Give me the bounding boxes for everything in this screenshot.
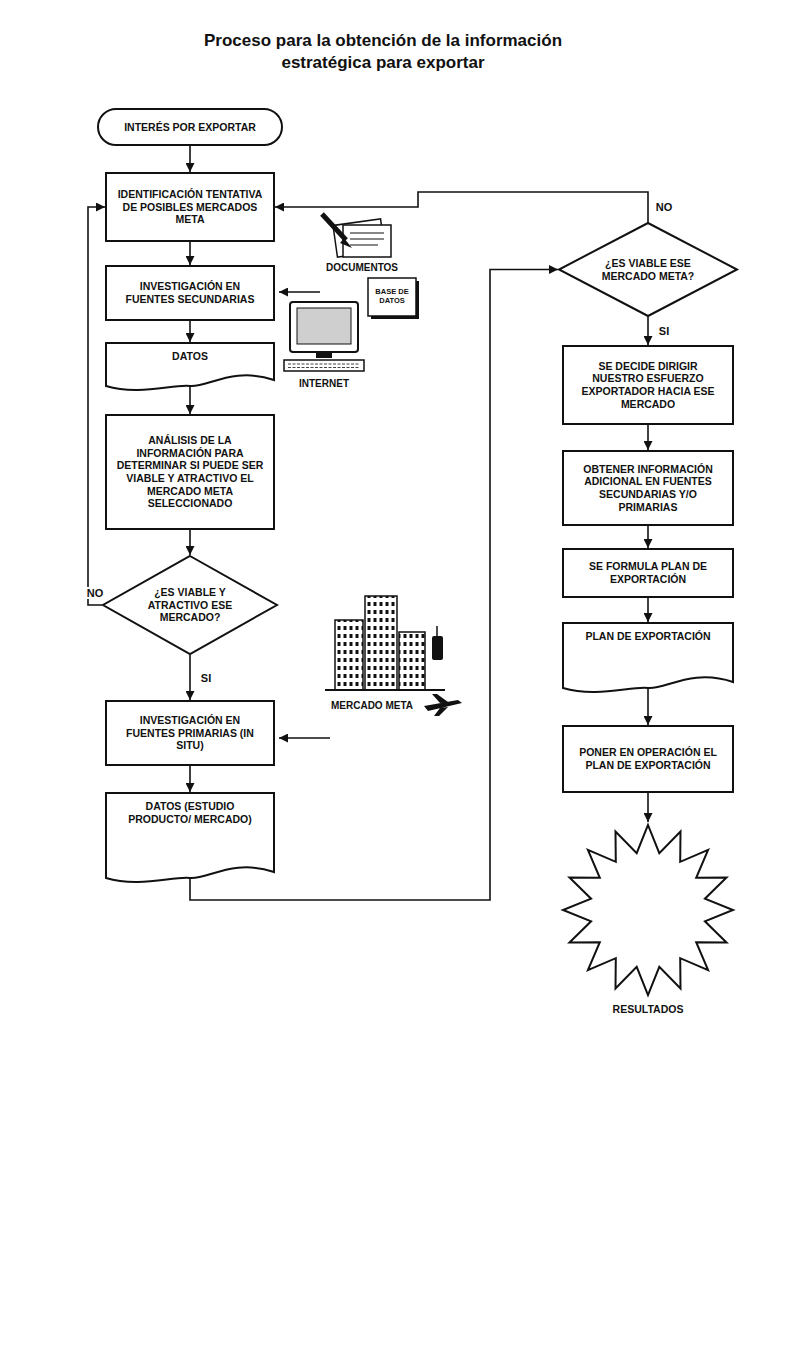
computer-icon-part [288,364,360,368]
market-buildings [325,596,445,690]
decision-diamond: ¿ES VIABLE Y ATRACTIVO ESE MERCADO? [102,555,278,655]
result-starburst-outline [558,822,738,998]
node-text: ANÁLISIS DE LA INFORMACIÓN PARA DETERMIN… [115,434,265,510]
documents-icon-part [343,225,391,257]
document-shape-outline [105,342,275,392]
process-box: ANÁLISIS DE LA INFORMACIÓN PARA DETERMIN… [105,414,275,530]
computer-icon [284,302,364,371]
node-text: IDENTIFICACIÓN TENTATIVA DE POSIBLES MER… [115,188,265,226]
node-text: PLAN DE EXPORTACIÓN [585,630,710,643]
leader-arrow [279,291,320,293]
document-shape: PLAN DE EXPORTACIÓN [562,622,734,694]
telephone-icon [432,626,443,660]
market-buildings-part [365,596,397,690]
decision-diamond: ¿ES VIABLE ESE MERCADO META? [558,222,738,317]
airplane-icon-part [424,694,462,716]
node-text: DATOS (ESTUDIO PRODUCTO/ MERCADO) [115,800,265,825]
market-buildings-part [325,689,445,691]
document-shape: DATOS [105,342,275,392]
documents-icon [322,214,391,257]
document-shape-path [106,793,274,882]
document-shape: DATOS (ESTUDIO PRODUCTO/ MERCADO) [105,792,275,884]
edge-label: SI [199,671,213,683]
connector [275,192,648,222]
decision-diamond-path [103,556,277,654]
illustration-label: BASE DE DATOS [370,288,414,305]
computer-icon-part [284,360,364,371]
process-box: SE FORMULA PLAN DE EXPORTACIÓN [562,548,734,598]
connector [189,146,191,172]
process-box: IDENTIFICACIÓN TENTATIVA DE POSIBLES MER… [105,172,275,242]
illustration-label: MERCADO META [331,700,413,712]
connector [647,317,649,345]
edge-label: NO [654,201,675,213]
node-text: SE FORMULA PLAN DE EXPORTACIÓN [572,560,724,585]
node-text: RESULTADOS [613,1003,684,1016]
node-text: INTERÉS POR EXPORTAR [124,121,256,134]
process-box: INVESTIGACIÓN EN FUENTES SECUNDARIAS [105,265,275,321]
market-buildings-part [335,620,363,690]
edge-label: NO [85,587,106,599]
process-box: INVESTIGACIÓN EN FUENTES PRIMARIAS (IN S… [105,700,275,766]
connector [189,321,191,342]
decision-diamond-path [559,223,737,316]
node-text: DATOS [172,350,208,363]
telephone-icon-part [436,626,438,636]
node-text: SE DECIDE DIRIGIR NUESTRO ESFUERZO EXPOR… [572,360,724,410]
connector [189,530,191,555]
connector [647,598,649,622]
document-shape-path [563,623,733,692]
documents-icon-part [350,233,384,245]
computer-icon-part [316,352,332,358]
connector [189,766,191,792]
node-text: INVESTIGACIÓN EN FUENTES SECUNDARIAS [115,280,265,305]
connector [189,655,191,700]
connector [189,386,191,414]
illustration-label: INTERNET [299,378,349,390]
process-box: SE DECIDE DIRIGIR NUESTRO ESFUERZO EXPOR… [562,345,734,425]
diagram-title: Proceso para la obtención de la informac… [203,30,563,74]
leader-arrow [279,737,330,739]
node-text: OBTENER INFORMACIÓN ADICIONAL EN FUENTES… [572,463,724,513]
computer-icon-part [297,308,351,344]
process-box: PONER EN OPERACIÓN EL PLAN DE EXPORTACIÓ… [562,725,734,793]
connector [647,793,649,822]
computer-icon-part [290,302,358,352]
process-box: OBTENER INFORMACIÓN ADICIONAL EN FUENTES… [562,450,734,526]
node-text: ¿ES VIABLE Y ATRACTIVO ESE MERCADO? [142,586,238,624]
illustration-label: DOCUMENTOS [326,262,398,274]
node-text: ¿ES VIABLE ESE MERCADO META? [598,257,698,282]
market-buildings-part [399,632,425,690]
connector [647,425,649,450]
connector [189,242,191,265]
node-text: PONER EN OPERACIÓN EL PLAN DE EXPORTACIÓ… [572,746,724,771]
terminal-box: INTERÉS POR EXPORTAR [97,108,283,146]
documents-icon-part [340,238,352,248]
connector [88,207,105,605]
database-card [368,278,419,319]
connector [647,526,649,548]
database-card-part [368,278,416,316]
airplane-icon [424,694,462,716]
result-starburst: RESULTADOS [558,822,738,1018]
node-text: INVESTIGACIÓN EN FUENTES PRIMARIAS (IN S… [115,714,265,752]
documents-icon-part [322,214,346,240]
connector [647,688,649,725]
telephone-icon-part [432,636,443,660]
edge-label: SI [657,325,671,337]
result-starburst-path [563,825,733,995]
document-shape-path [106,343,274,390]
